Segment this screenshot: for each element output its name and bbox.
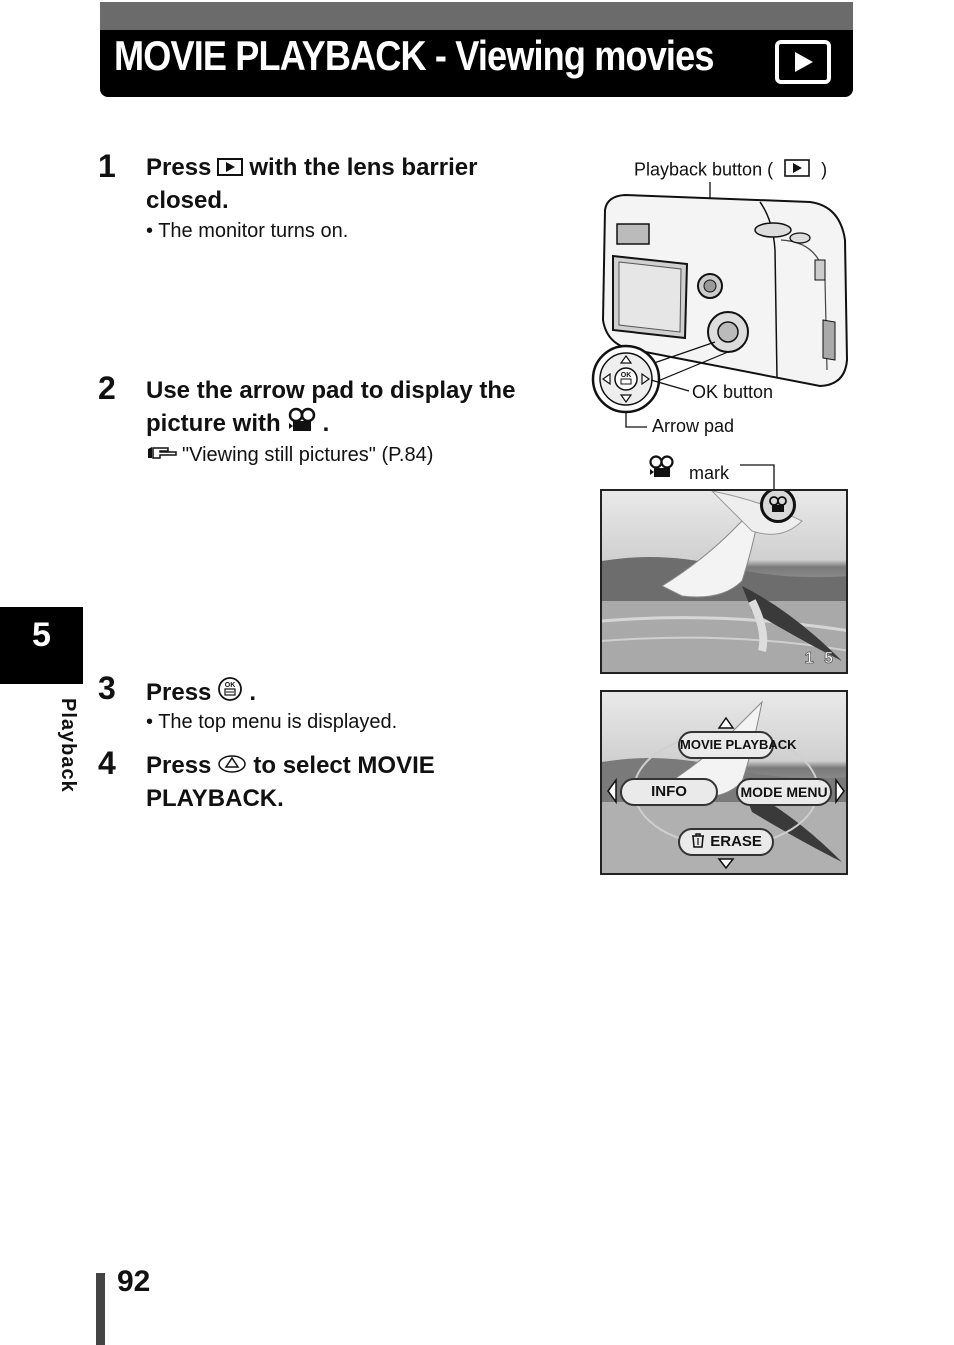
svg-text:OK: OK — [621, 372, 632, 379]
frame-number: 1 5 — [804, 650, 836, 668]
menu-movie-playback[interactable]: MOVIE PLAYBACK — [678, 731, 797, 759]
mark-movie-icon — [648, 455, 676, 483]
top-menu-screen: MOVIE PLAYBACK INFO MODE MENU ERASE — [600, 690, 848, 875]
playback-callout-icon — [784, 159, 810, 182]
playback-button-callout-b: ) — [821, 159, 828, 180]
menu-mode-menu[interactable]: MODE MENU — [736, 778, 832, 806]
step-3-text: Press OK. — [146, 676, 256, 711]
step-1-text-a: Press — [146, 154, 212, 181]
arrow-up-pad-icon — [217, 751, 247, 783]
playback-button-callout: Playback button ( ) — [634, 159, 827, 182]
step-2-text-b: picture with — [146, 409, 281, 437]
step-2-note: "Viewing still pictures" (P.84) — [146, 443, 433, 467]
step-1-text-c: closed. — [146, 186, 229, 214]
step-3-note: • The top menu is displayed. — [146, 711, 398, 733]
title-top-strip — [100, 2, 853, 30]
step-2-number: 2 — [98, 370, 116, 406]
chapter-label: Playback — [57, 698, 79, 793]
seagull-photo — [602, 491, 846, 672]
step-2-text: Use the arrow pad to display the picture… — [146, 375, 566, 442]
playback-button-icon — [217, 153, 244, 185]
playback-icon — [775, 40, 831, 84]
reference-icon — [146, 444, 182, 466]
mark-callout: mark — [648, 455, 729, 484]
arrow-pad-callout: Arrow pad — [652, 416, 735, 436]
playback-button-callout-a: Playback button ( — [634, 159, 774, 180]
mark-leader — [740, 464, 775, 490]
chapter-number: 5 — [32, 616, 51, 654]
step-1-text-b: with the lens barrier — [249, 154, 478, 181]
mark-label: mark — [689, 463, 730, 483]
page-number: 92 — [117, 1265, 151, 1298]
menu-info[interactable]: INFO — [620, 778, 718, 806]
step-2-note-text: "Viewing still pictures" (P.84) — [182, 444, 434, 466]
step-1-text: Press with the lens barrier closed. — [146, 152, 566, 217]
ok-button-icon: OK — [217, 676, 243, 711]
step-3-number: 3 — [98, 670, 116, 706]
step-4-text: Press to select MOVIE PLAYBACK. — [146, 750, 566, 815]
trash-icon — [690, 833, 706, 850]
step-4-number: 4 — [98, 745, 116, 781]
step-1-number: 1 — [98, 148, 116, 184]
step-2-text-c: . — [322, 409, 330, 437]
camera-illustration: OK — [591, 182, 849, 428]
page-title: MOVIE PLAYBACK - Viewing movies — [114, 32, 714, 79]
movie-mark-indicator — [760, 491, 796, 523]
step-4-text-a: Press — [146, 752, 212, 779]
movie-camera-icon — [287, 407, 317, 442]
title-bar: MOVIE PLAYBACK - Viewing movies — [100, 2, 853, 97]
movie-mark-icon — [769, 496, 787, 512]
menu-erase-label: ERASE — [710, 833, 762, 850]
step-3-text-b: . — [249, 678, 257, 706]
step-1-note: • The monitor turns on. — [146, 220, 349, 242]
step-3-text-a: Press — [146, 678, 212, 706]
movie-preview-screen: 1 5 — [600, 489, 848, 674]
chapter-tab — [0, 607, 83, 684]
step-2-text-a: Use the arrow pad to display the — [146, 377, 516, 404]
step-4-text-b: to select MOVIE — [253, 752, 435, 779]
svg-text:OK: OK — [225, 682, 236, 689]
step-4-text-c: PLAYBACK. — [146, 784, 284, 812]
ok-button-callout: OK button — [692, 382, 774, 402]
page-number-bar — [96, 1273, 105, 1345]
menu-erase[interactable]: ERASE — [678, 828, 774, 856]
